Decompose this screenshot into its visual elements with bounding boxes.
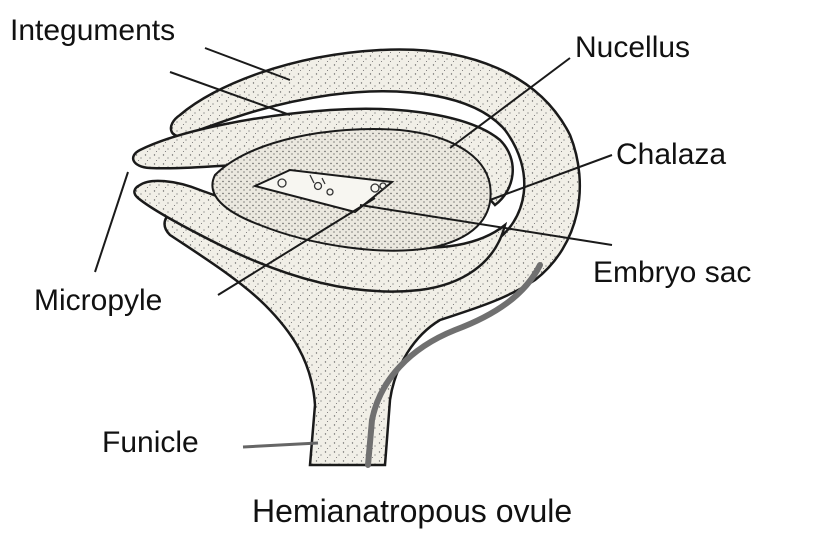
label-micropyle: Micropyle bbox=[34, 284, 162, 317]
integuments-leader-1 bbox=[205, 48, 290, 80]
funicle-leader bbox=[243, 443, 318, 447]
label-chalaza: Chalaza bbox=[616, 138, 726, 171]
label-funicle: Funicle bbox=[102, 426, 199, 459]
micropyle-leader-1 bbox=[95, 172, 128, 272]
label-integuments: Integuments bbox=[10, 14, 175, 47]
label-embryo-sac: Embryo sac bbox=[593, 256, 751, 289]
caption: Hemianatropous ovule bbox=[252, 493, 572, 529]
label-nucellus: Nucellus bbox=[575, 31, 690, 64]
